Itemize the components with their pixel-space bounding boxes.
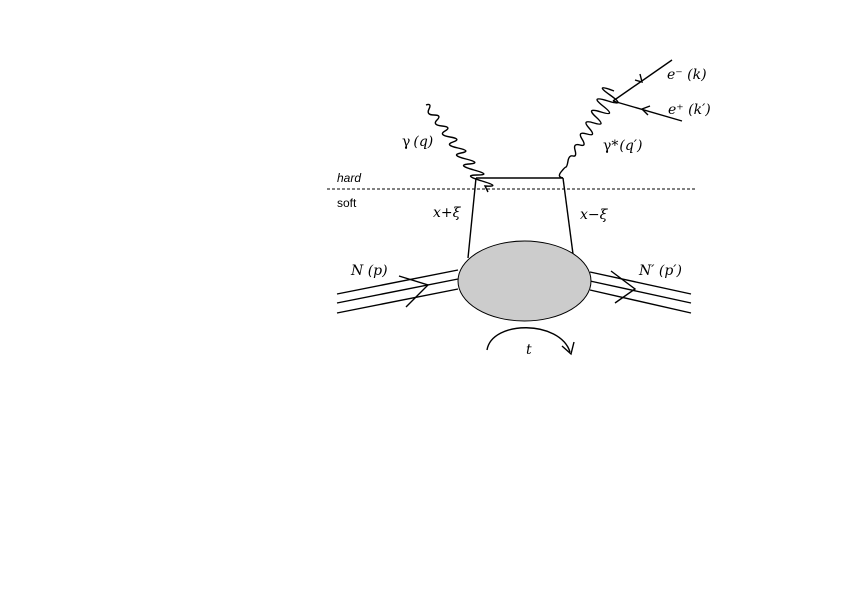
- gpd-blob: [457, 240, 592, 322]
- parton-line-left: [467, 177, 477, 259]
- label-nucleon-out: N′ (p′): [638, 263, 682, 279]
- positron-line: [612, 100, 683, 122]
- label-nucleon-in: N (p): [350, 263, 388, 279]
- nucleon-in-arrow-icon: [398, 275, 430, 308]
- label-soft: soft: [337, 196, 357, 210]
- label-parton-left: x+ξ: [433, 205, 462, 221]
- label-momentum-transfer: t: [526, 342, 532, 358]
- outgoing-virtual-photon-line: [558, 87, 619, 179]
- nucleon-out-line-3: [589, 289, 692, 314]
- parton-line-right: [562, 177, 574, 255]
- nucleon-in-line-2: [336, 278, 459, 304]
- label-photon-in: γ(q): [402, 134, 433, 150]
- incoming-photon-line: [425, 103, 494, 193]
- momentum-transfer-arc: [486, 327, 571, 353]
- electron-arrow-icon: [634, 73, 643, 84]
- electron-line: [612, 59, 673, 102]
- nucleon-out-arrow-icon: [610, 270, 637, 304]
- nucleon-out-line-1: [589, 271, 692, 295]
- momentum-transfer-arrow-icon: [561, 341, 575, 356]
- label-positron: e⁺ (k′): [668, 102, 711, 118]
- label-electron: e⁻ (k): [667, 67, 707, 83]
- label-photon-out: γ*(q′): [603, 138, 642, 154]
- nucleon-in-line-3: [336, 288, 459, 314]
- label-parton-right: x−ξ: [580, 207, 609, 223]
- nucleon-in-line-1: [336, 269, 459, 295]
- nucleon-out-line-2: [589, 280, 692, 304]
- positron-arrow-icon: [640, 105, 651, 116]
- label-hard: hard: [337, 171, 361, 185]
